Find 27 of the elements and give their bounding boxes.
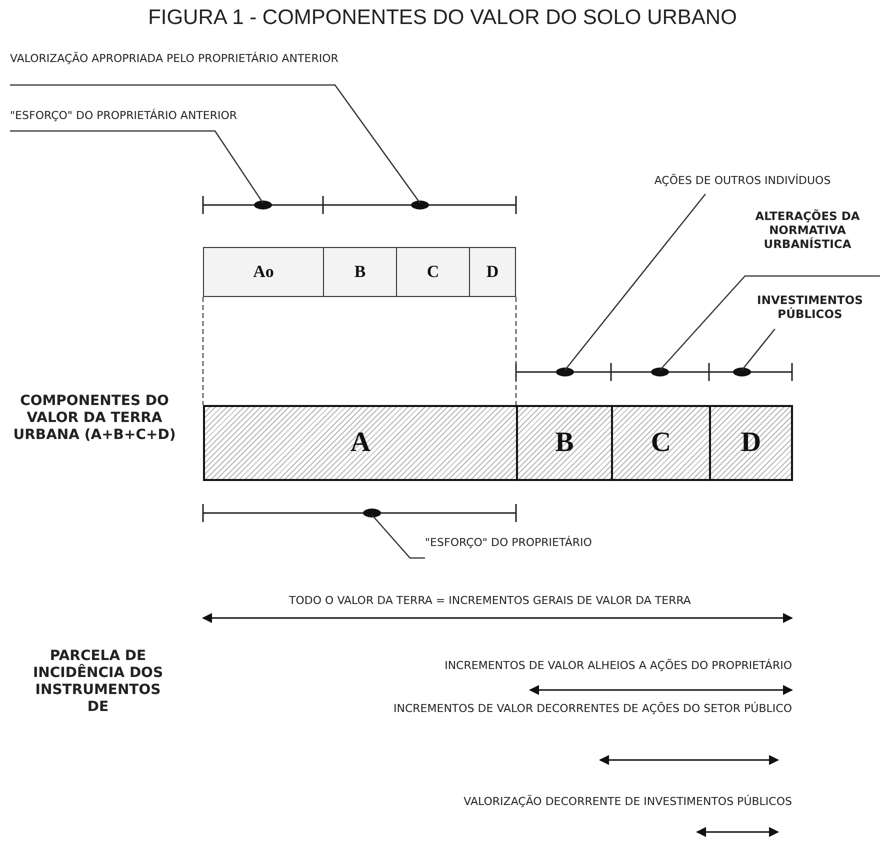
label-text: INCREMENTOS DE VALOR ALHEIOS A AÇÕES DO PROPRIETÁRIO — [444, 659, 792, 673]
value-segment: C — [396, 247, 470, 297]
value-segment: A — [203, 405, 518, 481]
annotation-text: "ESFORÇO" DO PROPRIETÁRIO — [425, 536, 705, 558]
label-text: TODO O VALOR DA TERRA = INCREMENTOS GERAIS DE VALOR DA TERRA — [288, 594, 692, 608]
leader-line — [564, 194, 706, 370]
label-text: INCREMENTOS DE VALOR DECORRENTES DE AÇÕES DO SETOR PÚBLICO — [392, 702, 792, 716]
leader-line — [742, 328, 776, 370]
value-segment: D — [469, 247, 516, 297]
leader-line — [10, 130, 264, 204]
annotation-text: ALTERAÇÕES DA NORMATIVA URBANÍSTICA — [735, 209, 880, 276]
value-segment: D — [709, 405, 793, 481]
label-text: VALORIZAÇÃO DECORRENTE DE INVESTIMENTOS PÚBLICOS — [462, 795, 792, 809]
annotation-text: INVESTIMENTOS PÚBLICOS — [745, 293, 875, 329]
value-segment: C — [611, 405, 711, 481]
leader-line — [372, 514, 425, 559]
annotation-text: VALORIZAÇÃO APROPRIADA PELO PROPRIETÁRIO ANTERIOR — [10, 52, 480, 85]
leader-line — [10, 84, 421, 204]
figure-title: FIGURA 1 - COMPONENTES DO VALOR DO SOLO URBANO — [147, 6, 738, 30]
label-text: COMPONENTES DO VALOR DA TERRA URBANA (A+B+C+D) — [12, 393, 177, 444]
value-segment: B — [323, 247, 397, 297]
label-text: PARCELA DE INCIDÊNCIA DOS INSTRUMENTOS DE — [32, 648, 164, 716]
annotation-text: AÇÕES DE OUTROS INDIVÍDUOS — [600, 174, 885, 194]
value-segment: B — [516, 405, 613, 481]
annotation-text: "ESFORÇO" DO PROPRIETÁRIO ANTERIOR — [10, 109, 310, 131]
leader-line — [660, 275, 880, 370]
value-segment: Ao — [203, 247, 324, 297]
